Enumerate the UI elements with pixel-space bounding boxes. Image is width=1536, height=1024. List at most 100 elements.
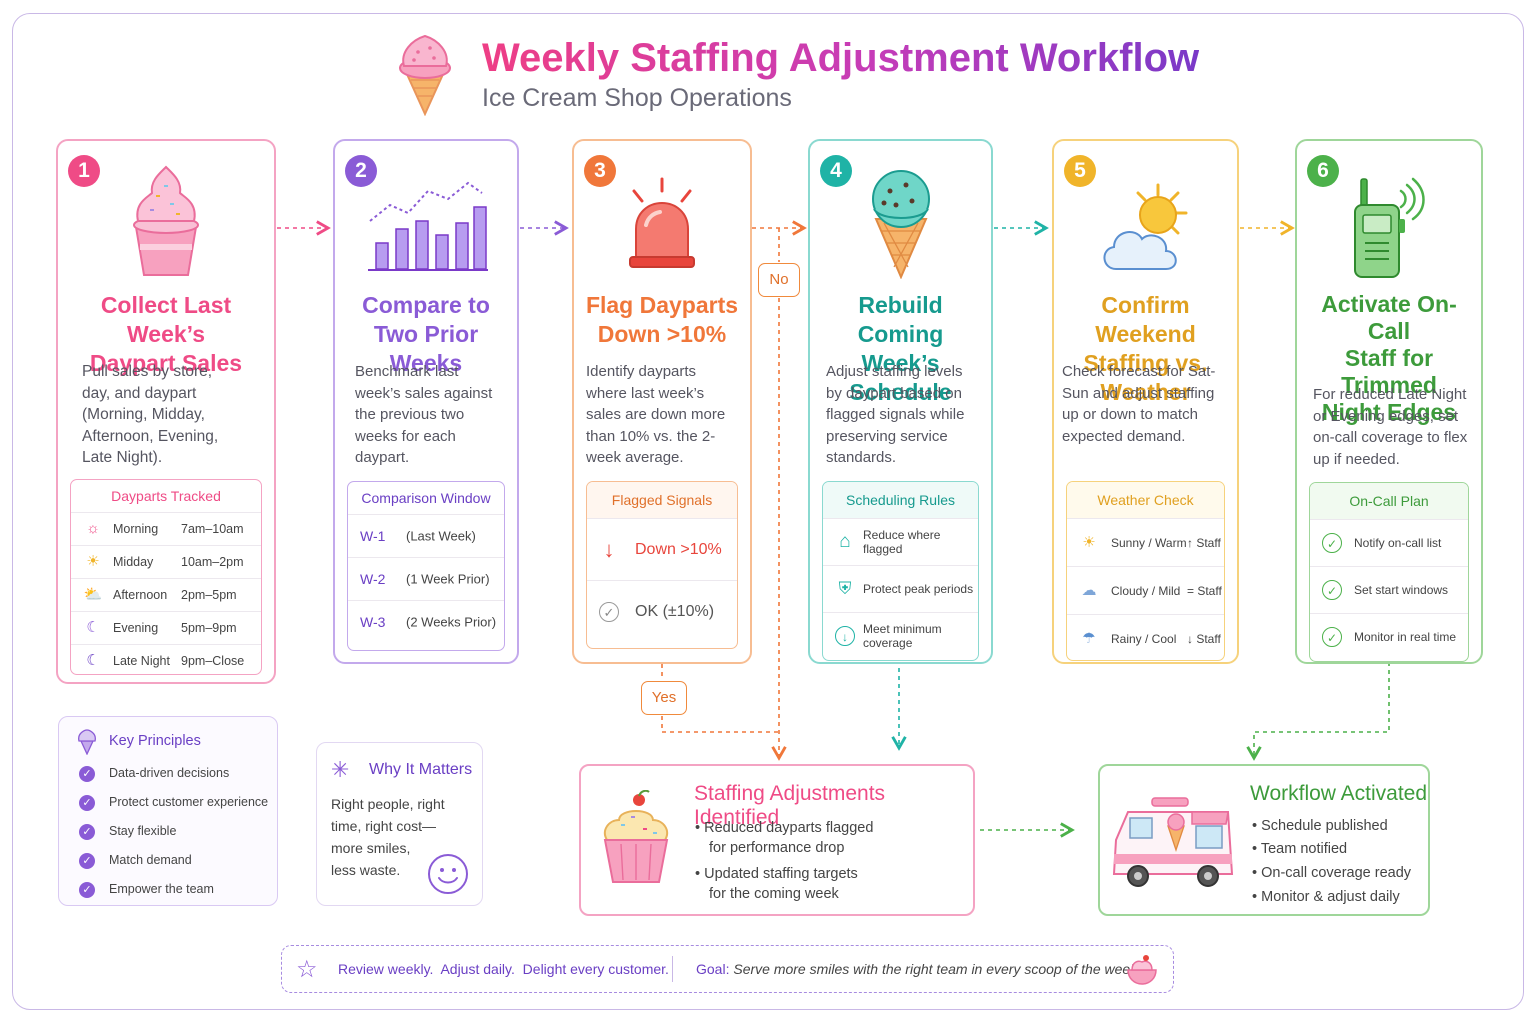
sun-icon: ☀ — [86, 553, 100, 570]
table-row: ☁Cloudy / Mild= Staff — [1067, 566, 1224, 614]
walkie-talkie-icon — [1349, 175, 1429, 286]
rain-cloud-icon: ☂ — [1082, 629, 1096, 647]
ice-cream-cone-logo-icon — [394, 28, 456, 121]
step-2-description: Benchmark last week’s sales against the … — [355, 363, 493, 466]
step-4-badge: 4 — [820, 155, 852, 187]
principle-item: ✓Empower the team — [79, 879, 214, 899]
principle-item: ✓Data-driven decisions — [79, 763, 229, 783]
table-row: ✓Notify on-call list — [1310, 519, 1468, 566]
key-principles-box: Key Principles ✓Data-driven decisions ✓P… — [58, 716, 278, 906]
panel-title: Weather Check — [1067, 482, 1224, 518]
table-row: ↓Meet minimum coverage — [823, 612, 978, 659]
step-4-description: Adjust staffing levels by daypart based … — [826, 363, 965, 466]
step-1-badge: 1 — [68, 155, 100, 187]
table-row: ✓Set start windows — [1310, 566, 1468, 613]
page-title: Weekly Staffing Adjustment Workflow — [482, 36, 1200, 80]
partly-cloudy-icon: ⛅ — [83, 586, 103, 603]
panel-title: On-Call Plan — [1310, 483, 1468, 519]
cloud-icon: ☁ — [1081, 581, 1097, 599]
table-row: ⌂Reduce where flagged — [823, 518, 978, 565]
table-row: W-1(Last Week) — [348, 514, 504, 557]
step-5-badge: 5 — [1064, 155, 1096, 187]
check-circle-icon: ✓ — [599, 601, 619, 622]
table-row: ⛨Protect peak periods — [823, 565, 978, 612]
ice-cream-bowl-icon — [1124, 952, 1160, 991]
bar-chart-icon — [364, 177, 488, 278]
panel-title: Scheduling Rules — [823, 482, 978, 518]
sunrise-icon: ☼ — [86, 520, 100, 537]
page-subtitle: Ice Cream Shop Operations — [482, 84, 792, 112]
check-icon: ✓ — [79, 881, 95, 898]
no-branch-label: No — [758, 263, 800, 297]
smiley-icon — [427, 853, 469, 900]
weather-check-panel: Weather Check ☀Sunny / Warm↑ Staff ☁Clou… — [1066, 481, 1225, 661]
step-5-description: Check forecast for Sat-Sun and adjust st… — [1062, 363, 1216, 445]
check-icon: ✓ — [79, 852, 95, 869]
scheduling-rules-panel: Scheduling Rules ⌂Reduce where flagged ⛨… — [822, 481, 979, 661]
principle-item: ✓Protect customer experience — [79, 792, 268, 812]
alarm-siren-icon — [622, 177, 702, 278]
sparkle-icon: ✳ — [331, 757, 350, 782]
step-3-description: Identify dayparts where last week’s sale… — [586, 363, 726, 466]
check-icon: ✓ — [79, 765, 95, 782]
check-circle-icon: ✓ — [1322, 627, 1342, 647]
step-6-description: For reduced Late Night or Evening edges,… — [1313, 386, 1468, 468]
adjustments-identified-box: Staffing Adjustments Identified • Reduce… — [579, 764, 975, 916]
footer-goal: Goal: Serve more smiles with the right t… — [696, 961, 1142, 977]
check-circle-icon: ✓ — [1322, 580, 1342, 600]
table-row: W-3(2 Weeks Prior) — [348, 600, 504, 643]
step-2-badge: 2 — [345, 155, 377, 187]
table-row: ✓Monitor in real time — [1310, 613, 1468, 660]
star-icon: ☆ — [296, 956, 318, 983]
ice-cream-cup-icon — [126, 163, 206, 288]
comparison-window-panel: Comparison Window W-1(Last Week) W-2(1 W… — [347, 481, 505, 651]
sun-cloud-icon — [1096, 181, 1196, 282]
yes-branch-label: Yes — [641, 681, 687, 715]
table-row: ☂Rainy / Cool↓ Staff — [1067, 614, 1224, 660]
down-arrow-icon: ↓ — [603, 536, 615, 562]
flagged-signals-panel: Flagged Signals ↓Down >10% ✓OK (±10%) — [586, 481, 738, 649]
workflow-activated-box: Workflow Activated • Schedule published … — [1098, 764, 1430, 916]
moon-icon: ☾ — [86, 619, 100, 636]
step-6-badge: 6 — [1307, 155, 1339, 187]
panel-title: Flagged Signals — [587, 482, 737, 518]
flag-row-down: ↓Down >10% — [587, 518, 737, 580]
activated-bullet: • Schedule published — [1252, 818, 1388, 834]
footer-motto: Review weekly. Adjust daily. Delight eve… — [338, 961, 669, 977]
footer-banner: ☆ Review weekly. Adjust daily. Delight e… — [281, 945, 1174, 993]
home-arrow-icon: ⌂ — [839, 531, 851, 552]
on-call-plan-panel: On-Call Plan ✓Notify on-call list ✓Set s… — [1309, 482, 1469, 662]
key-principles-title: Key Principles — [109, 733, 201, 749]
shield-icon: ⛨ — [838, 579, 852, 598]
principle-item: ✓Stay flexible — [79, 821, 176, 841]
ice-cream-icon — [77, 729, 97, 760]
table-row: W-2(1 Week Prior) — [348, 557, 504, 600]
panel-title: Comparison Window — [361, 490, 491, 506]
step-3-badge: 3 — [584, 155, 616, 187]
ice-cream-truck-icon — [1108, 794, 1238, 899]
flag-row-ok: ✓OK (±10%) — [587, 580, 737, 642]
why-it-matters-title: Why It Matters — [369, 761, 473, 778]
activated-bullet: • Team notified — [1252, 841, 1348, 857]
activated-bullet: • On-call coverage ready — [1252, 865, 1412, 881]
check-circle-icon: ✓ — [1322, 533, 1342, 553]
footer-divider — [672, 956, 673, 982]
